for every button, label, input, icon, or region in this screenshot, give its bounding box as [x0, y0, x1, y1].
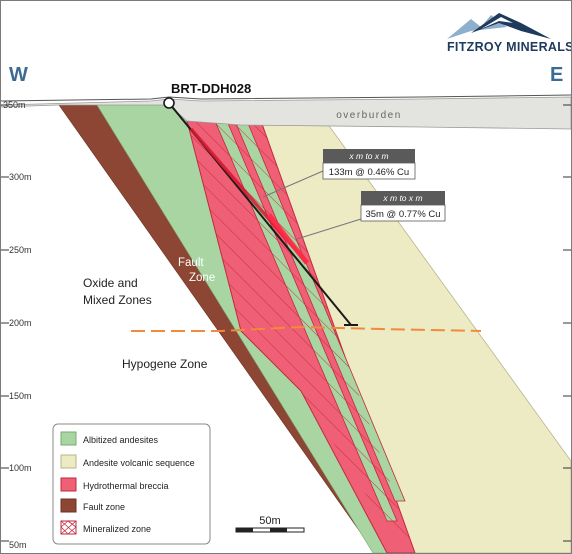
- legend-item-andesite-volcanic-sequence: Andesite volcanic sequence: [60, 454, 195, 469]
- east-label: E: [550, 64, 563, 86]
- callout-leader-2: [296, 218, 362, 240]
- intercept-2-result: 35m @ 0.77% Cu: [365, 209, 440, 220]
- tick-100m: 100m: [9, 463, 32, 473]
- legend-item-mineralized-zone: Mineralized zone: [60, 520, 151, 535]
- brand-name: FITZROY MINERALS: [447, 40, 571, 54]
- ground-surface-line: [1, 94, 571, 102]
- overburden-label: overburden: [336, 110, 402, 121]
- legend-label-andesite-volcanic-sequence: Andesite volcanic sequence: [83, 458, 195, 468]
- legend-item-albitized-andesites: Albitized andesites: [60, 431, 159, 446]
- legend-label-fault-zone: Fault zone: [83, 502, 125, 512]
- fault-zone-label-1: Fault: [178, 257, 204, 269]
- tick-350m: 350m: [3, 100, 26, 110]
- oxide-zone-label-1: Oxide and: [83, 276, 138, 290]
- mineralized-zone-overlay: [187, 121, 411, 541]
- intercept-callout-2: x m to x m 35m @ 0.77% Cu: [360, 191, 446, 222]
- oxide-zone-label-2: Mixed Zones: [83, 293, 152, 307]
- intercept-2-title: x m to x m: [382, 193, 422, 203]
- overburden-layer: [1, 96, 571, 130]
- tick-300m: 300m: [9, 172, 32, 182]
- tick-50m: 50m: [9, 540, 27, 550]
- legend-label-albitized-andesites: Albitized andesites: [83, 435, 159, 445]
- legend: Albitized andesites Andesite volcanic se…: [52, 423, 211, 545]
- tick-250m: 250m: [9, 245, 32, 255]
- fitzroy-minerals-logo: FITZROY MINERALS: [447, 13, 571, 54]
- intercept-1-result: 133m @ 0.46% Cu: [329, 167, 409, 178]
- drillhole-collar-marker: [163, 97, 175, 109]
- y-axis-left: 350m 300m 250m 200m 150m 100m 50m: [1, 100, 32, 550]
- intercept-1-title: x m to x m: [348, 151, 388, 161]
- callout-leader-1: [262, 170, 324, 198]
- tick-200m: 200m: [9, 318, 32, 328]
- hypogene-zone-label: Hypogene Zone: [122, 357, 208, 371]
- oxidation-boundary-line: [131, 325, 482, 332]
- legend-item-fault-zone: Fault zone: [60, 498, 125, 513]
- scale-bar-label: 50m: [259, 515, 280, 527]
- intercept-highlight-35m: [267, 213, 309, 265]
- drillhole-label: BRT-DDH028: [171, 81, 251, 96]
- west-label: W: [9, 64, 28, 86]
- fault-zone-label-2: Zone: [189, 272, 215, 284]
- legend-label-mineralized-zone: Mineralized zone: [83, 524, 151, 534]
- y-axis-right: [563, 104, 571, 542]
- tick-150m: 150m: [9, 391, 32, 401]
- intercept-callout-1: x m to x m 133m @ 0.46% Cu: [322, 149, 416, 180]
- mineralized-zone-swatch-hatch: [60, 520, 77, 535]
- legend-label-hydrothermal-breccia: Hydrothermal breccia: [83, 481, 169, 491]
- scale-bar: 50m: [235, 515, 305, 533]
- legend-item-hydrothermal-breccia: Hydrothermal breccia: [60, 477, 169, 492]
